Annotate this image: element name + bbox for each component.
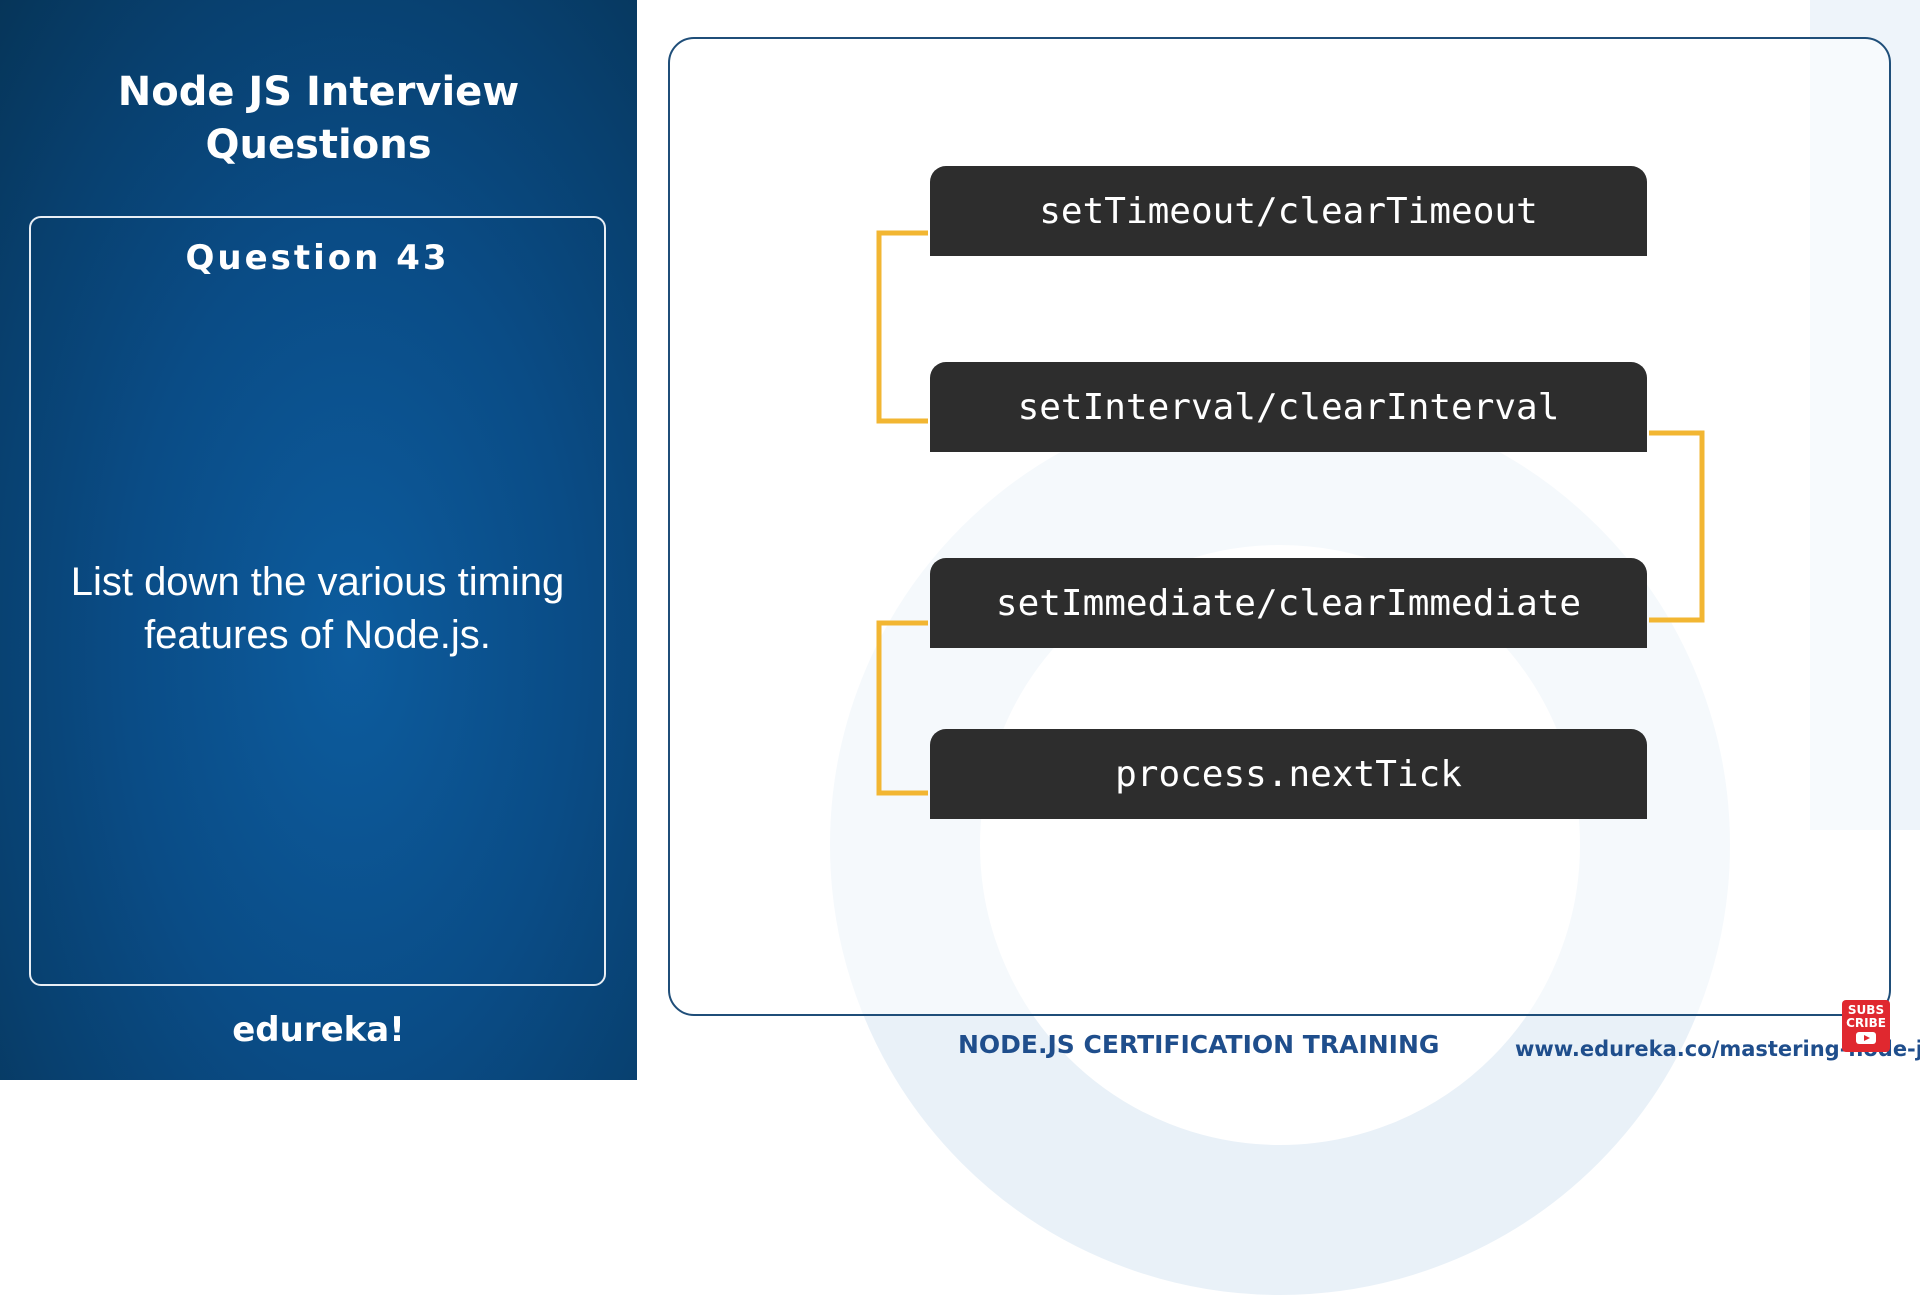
question-text: List down the various timing features of… (51, 556, 584, 662)
slide-title: Node JS Interview Questions (0, 66, 637, 172)
question-text-line1: List down the various timing (70, 560, 565, 604)
connector-timeout-interval (876, 230, 928, 424)
timer-item-immediate: setImmediate/clearImmediate (930, 558, 1647, 648)
question-text-line2: features of Node.js. (144, 613, 491, 657)
timer-item-nexttick: process.nextTick (930, 729, 1647, 819)
slide-title-line1: Node JS Interview (117, 69, 520, 115)
subscribe-label-line2: CRIBE (1846, 1016, 1886, 1030)
question-number: Question 43 (185, 238, 450, 278)
connector-interval-immediate (1649, 430, 1705, 623)
left-panel: Node JS Interview Questions Question 43 … (0, 0, 637, 1080)
connector-immediate-nexttick (876, 620, 928, 796)
course-title: NODE.JS CERTIFICATION TRAINING (958, 1030, 1440, 1059)
slide-title-line2: Questions (205, 122, 432, 168)
timer-item-timeout: setTimeout/clearTimeout (930, 166, 1647, 256)
connector-lines (876, 230, 1705, 796)
subscribe-button[interactable]: SUBS CRIBE (1842, 1000, 1890, 1052)
subscribe-label-line1: SUBS (1847, 1003, 1885, 1017)
question-box: Question 43 List down the various timing… (29, 216, 606, 986)
timer-item-interval: setInterval/clearInterval (930, 362, 1647, 452)
play-icon (1856, 1032, 1876, 1044)
edureka-logo: edureka! (232, 1010, 405, 1050)
